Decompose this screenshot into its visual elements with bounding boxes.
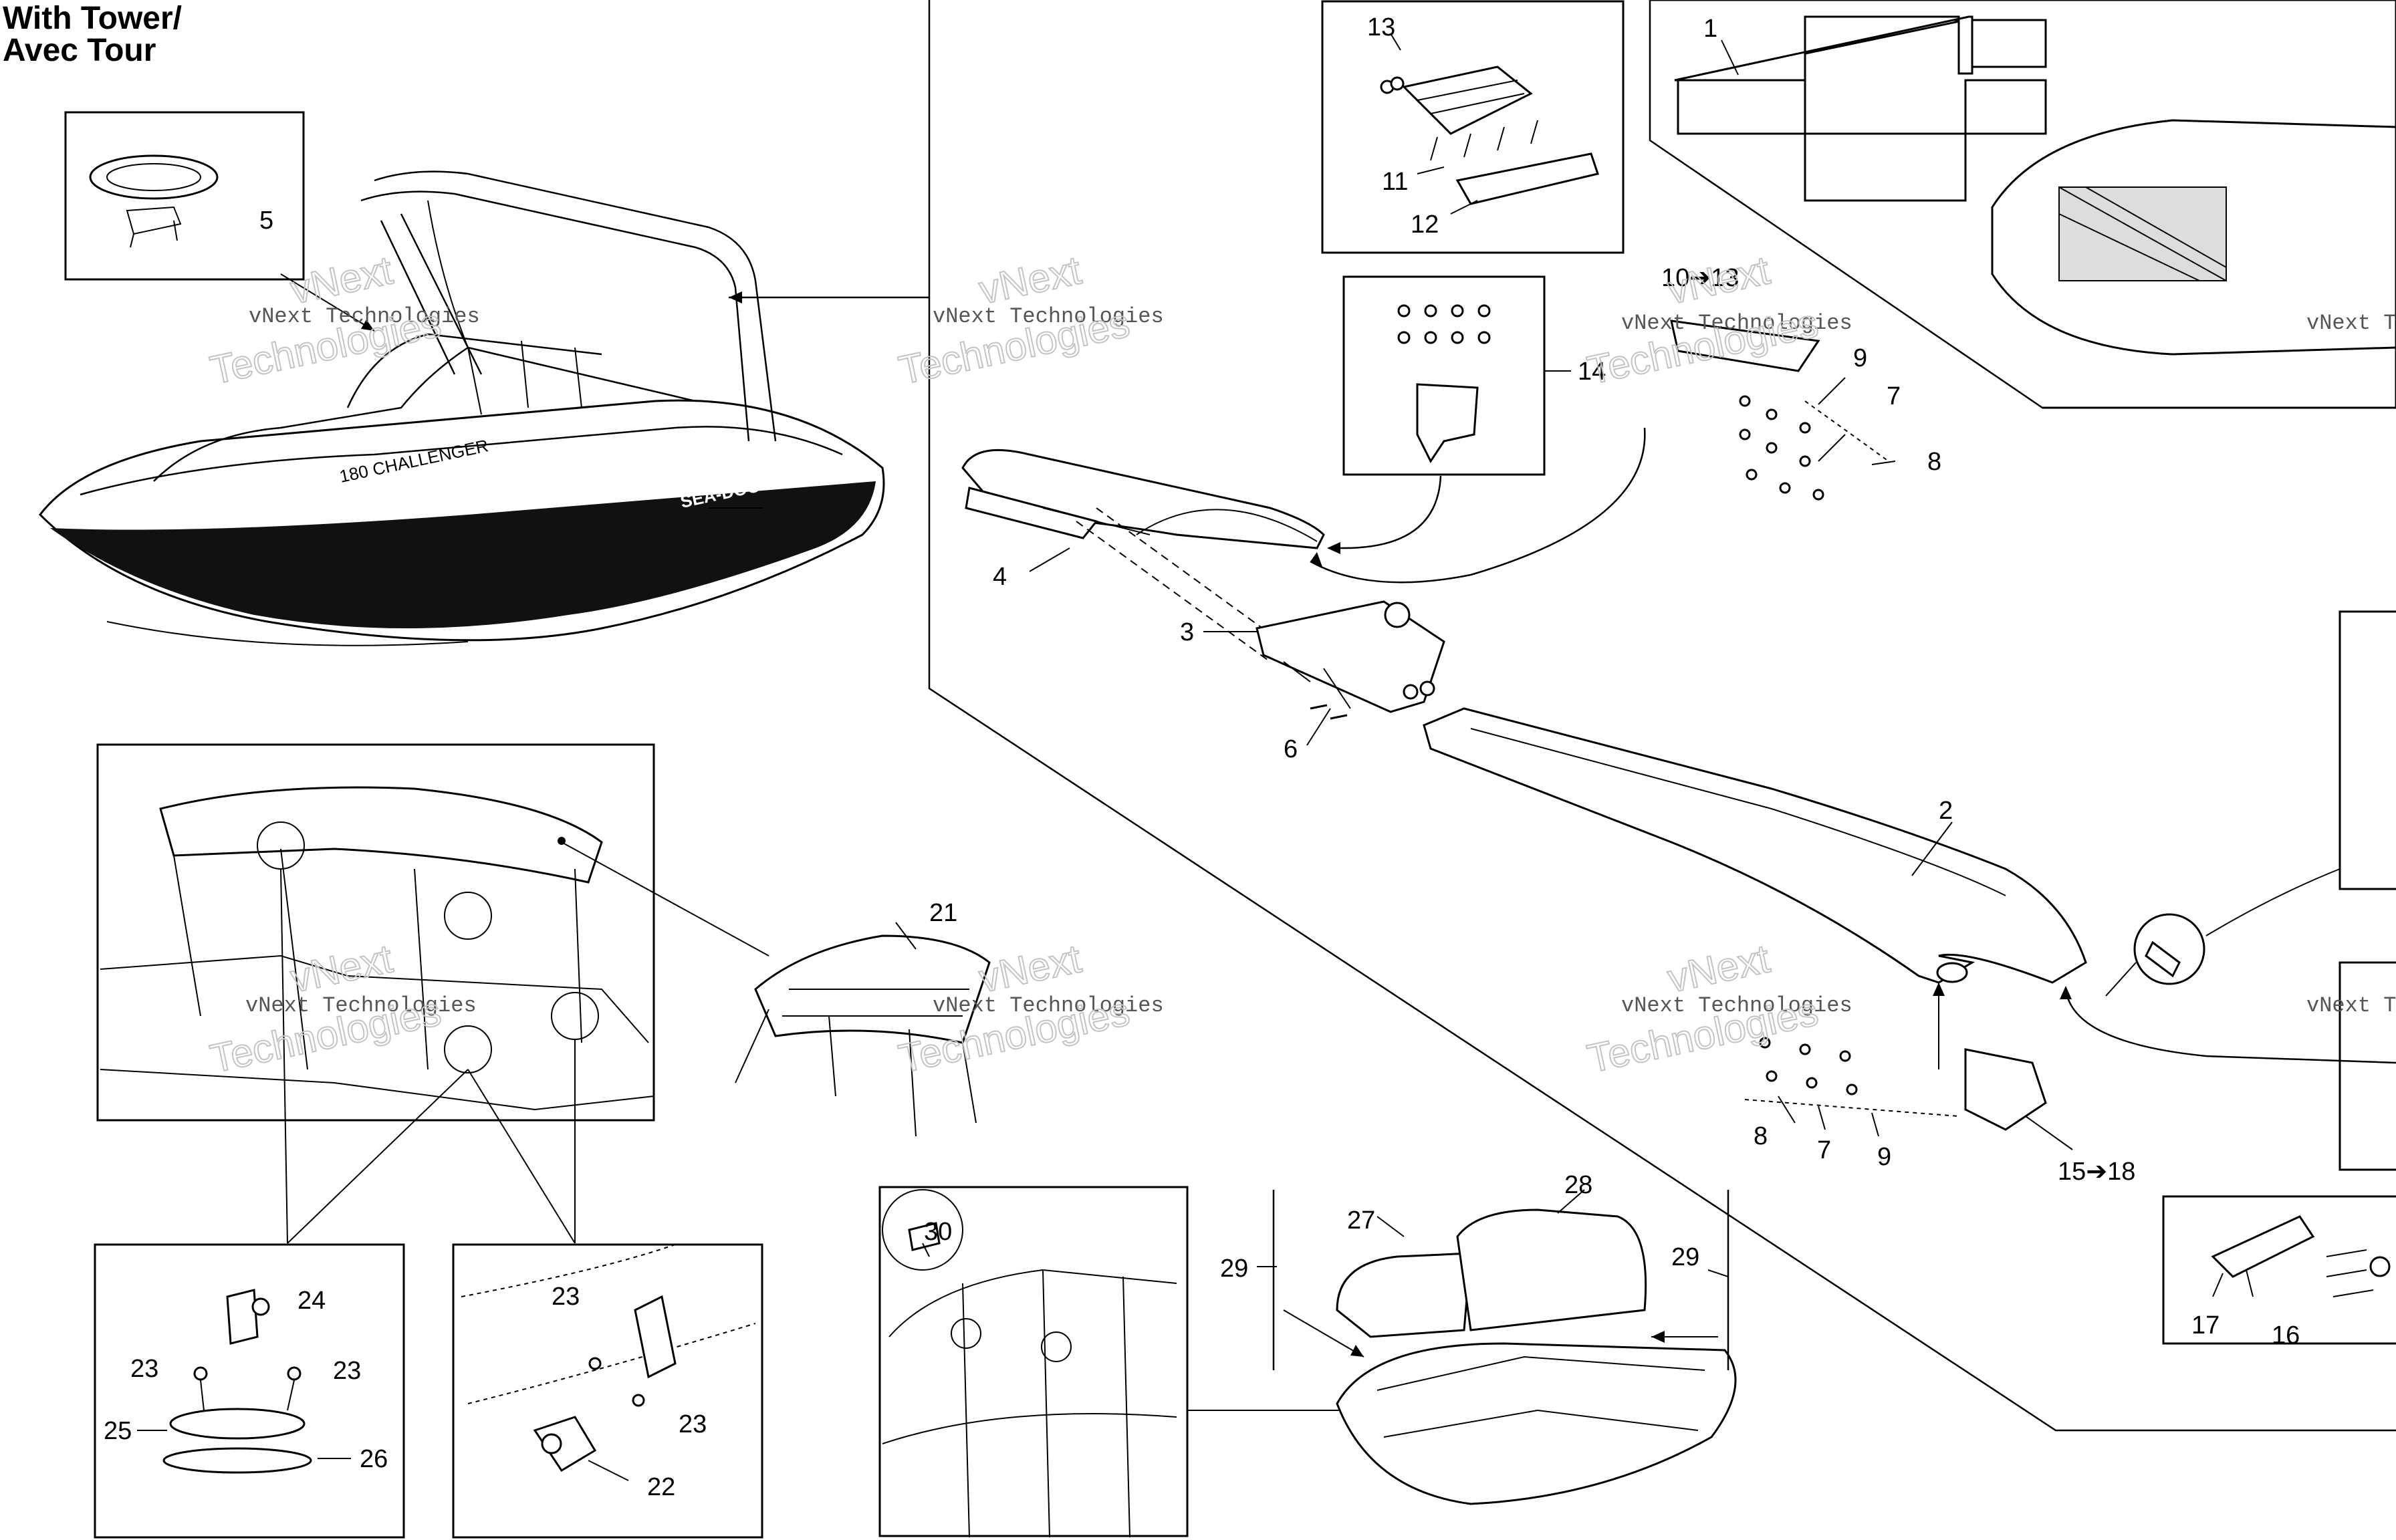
watermark-text-4: vNext Technologies [2306,311,2396,336]
callout-28: 28 [1564,1171,1592,1199]
leader-lines [588,33,2254,1481]
watermark-text-8: vNext Technologies [2306,993,2396,1018]
callout-30: 30 [924,1218,952,1246]
box-part-1-mat [1650,0,2396,409]
callout-12: 12 [1411,211,1439,239]
bimini-top-part-21 [735,934,991,1137]
watermark-text-5: vNext Technologies [245,993,477,1018]
watermark-text-2: vNext Technologies [933,304,1164,329]
box-part-5 [64,111,375,332]
callout-13: 13 [1367,13,1395,41]
callout-3: 3 [1180,618,1194,646]
bimini-detail-box [96,743,769,1244]
connector-arrows [709,427,1646,584]
watermark-text-7: vNext Technologies [1621,993,1852,1018]
detail-right-side [2060,610,2396,1171]
callout-9-lower: 9 [1877,1143,1891,1171]
callout-5: 5 [259,207,273,235]
callout-29-right: 29 [1671,1243,1699,1271]
callout-11: 11 [1382,168,1408,196]
watermark-text-1: vNext Technologies [249,304,480,329]
diagram-title-line-1: With Tower/ [3,1,182,36]
callout-7-lower: 7 [1817,1136,1831,1164]
box-parts-22-23 [452,1243,763,1539]
callout-22: 22 [647,1473,675,1501]
callout-14: 14 [1578,358,1606,386]
watermark-text-6: vNext Technologies [933,993,1164,1018]
callout-9-upper: 9 [1853,344,1867,372]
cover-boat-parts-27-29 [1272,1190,1737,1505]
box-parts-23-26 [94,1243,405,1539]
callout-8-upper: 8 [1927,448,1941,476]
callout-4: 4 [993,563,1007,591]
callout-16: 16 [2272,1321,2300,1350]
callout-17: 17 [2191,1311,2220,1339]
callout-27: 27 [1347,1206,1375,1235]
callout-10-13: 10➔13 [1661,264,1739,292]
watermark-big-6a: vNext [1664,936,1774,1001]
callout-23-c: 23 [552,1283,580,1311]
callout-23-a: 23 [130,1355,158,1383]
callout-6: 6 [1284,735,1298,763]
callout-21: 21 [929,899,957,927]
tower-base-bracket-part-3 [1255,600,1445,720]
watermark-text-3: vNext Technologies [1621,311,1852,336]
callout-8-lower: 8 [1754,1122,1768,1150]
callout-2: 2 [1939,797,1953,825]
callout-29-left: 29 [1220,1255,1248,1283]
callout-23-b: 23 [333,1357,361,1385]
hardware-cluster-upper [1670,319,1889,501]
box-parts-11-13 [1321,0,1625,254]
watermark-big-3a: vNext [1664,247,1774,312]
callout-labels: 1 2 3 4 5 6 7 7 8 8 9 9 10➔13 11 12 13 1… [104,13,2300,1501]
box-part-14 [1327,275,1571,554]
callout-1: 1 [1703,15,1717,43]
box-part-30 [878,1186,1344,1538]
box-parts-16-17 [2162,1195,2396,1345]
watermark-big-5a: vNext [975,936,1085,1001]
callout-7-upper: 7 [1887,382,1901,410]
callout-23-d: 23 [679,1410,707,1438]
watermark-big-4a: vNext [287,936,396,1001]
callout-15-18: 15➔18 [2058,1158,2135,1186]
callout-24: 24 [297,1287,326,1315]
tower-upper-arch-part-4 [961,448,1325,662]
tower-leg-part-2 [1423,707,2087,984]
watermark-big-2a: vNext [975,247,1085,312]
diagram-title-line-2: Avec Tour [3,33,156,68]
callout-26: 26 [360,1445,388,1473]
callout-25: 25 [104,1417,132,1445]
boat-with-tower-illustration: 180 CHALLENGER SEA-DOO [39,170,929,646]
